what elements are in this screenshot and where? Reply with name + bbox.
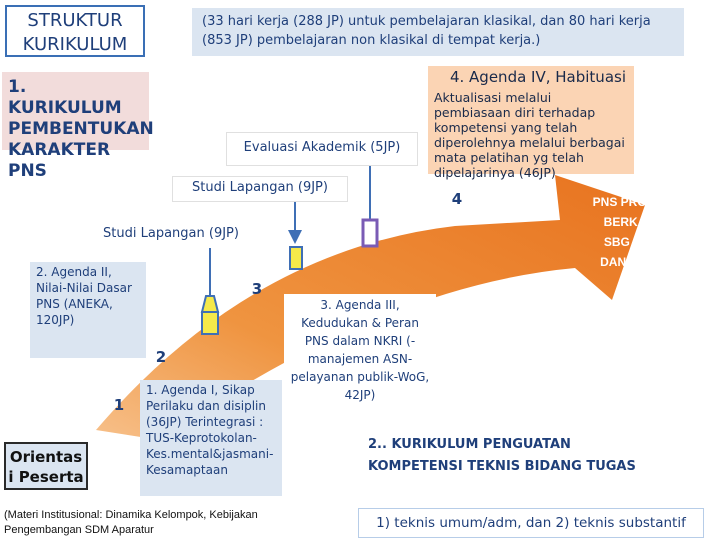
orientasi-peserta: Orientas i Peserta (4, 442, 88, 490)
kurikulum-1-box: 1. KURIKULUM PEMBENTUKAN KARAKTER PNS (2, 72, 149, 150)
marker-yellow-top (290, 247, 302, 269)
teknis-box: 1) teknis umum/adm, dan 2) teknis substa… (358, 508, 704, 538)
page-title: STRUKTUR KURIKULUM (5, 5, 145, 57)
agenda-1-box: 1. Agenda I, Sikap Perilaku dan disiplin… (140, 380, 282, 496)
step-number-3: 3 (246, 278, 268, 300)
materi-institusional: (Materi Institusional: Dinamika Kelompok… (4, 508, 324, 540)
hours-note: (33 hari kerja (288 JP) untuk pembelajar… (192, 8, 684, 56)
studi-lapangan-1: Studi Lapangan (9JP) (172, 176, 348, 202)
marker-purple (363, 220, 377, 246)
pns-profesional: PNS PROFESIO-NAL BERKA-RAKTER SBG PELY.M… (590, 192, 714, 352)
evaluasi-akademik: Evaluasi Akademik (5JP) (226, 132, 418, 166)
marker-blue-arrow (288, 230, 302, 244)
studi-lapangan-2: Studi Lapangan (9JP) (82, 222, 260, 248)
step-number-2: 2 (150, 346, 172, 368)
agenda-3-box: 3. Agenda III, Kedudukan & Peran PNS dal… (284, 294, 436, 406)
agenda-4-desc: Aktualisasi melalui pembiasaan diri terh… (428, 88, 634, 174)
agenda-4-title: 4. Agenda IV, Habituasi (428, 66, 634, 90)
agenda-2-box: 2. Agenda II, Nilai-Nilai Dasar PNS (ANE… (30, 262, 146, 358)
step-number-1: 1 (108, 394, 130, 416)
kurikulum-2-box: 2.. KURIKULUM PENGUATAN KOMPETENSI TEKNI… (358, 428, 662, 500)
marker-yellow-bottom (202, 296, 218, 312)
step-number-4: 4 (446, 188, 468, 210)
